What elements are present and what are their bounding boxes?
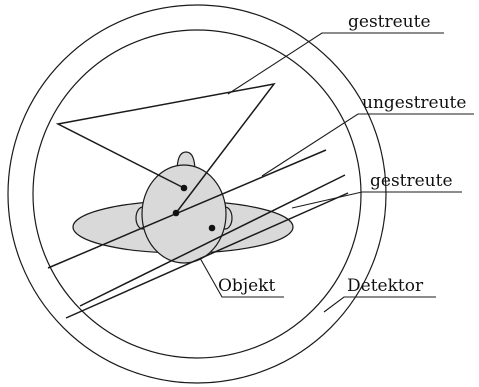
event-point-middle <box>173 210 180 217</box>
label-scatter-right: gestreute <box>370 171 453 191</box>
label-unscattered: ungestreute <box>362 93 466 113</box>
label-detector: Detektor <box>347 276 424 296</box>
event-point-top <box>181 185 188 192</box>
leader-detector <box>324 297 436 312</box>
leader-scatter-right <box>292 192 462 208</box>
event-point-lower <box>209 225 216 232</box>
leader-unscattered <box>262 114 474 176</box>
object-body <box>73 152 293 263</box>
object-head <box>142 165 226 263</box>
label-object: Objekt <box>218 276 275 296</box>
label-scatter-top: gestreute <box>348 12 431 32</box>
